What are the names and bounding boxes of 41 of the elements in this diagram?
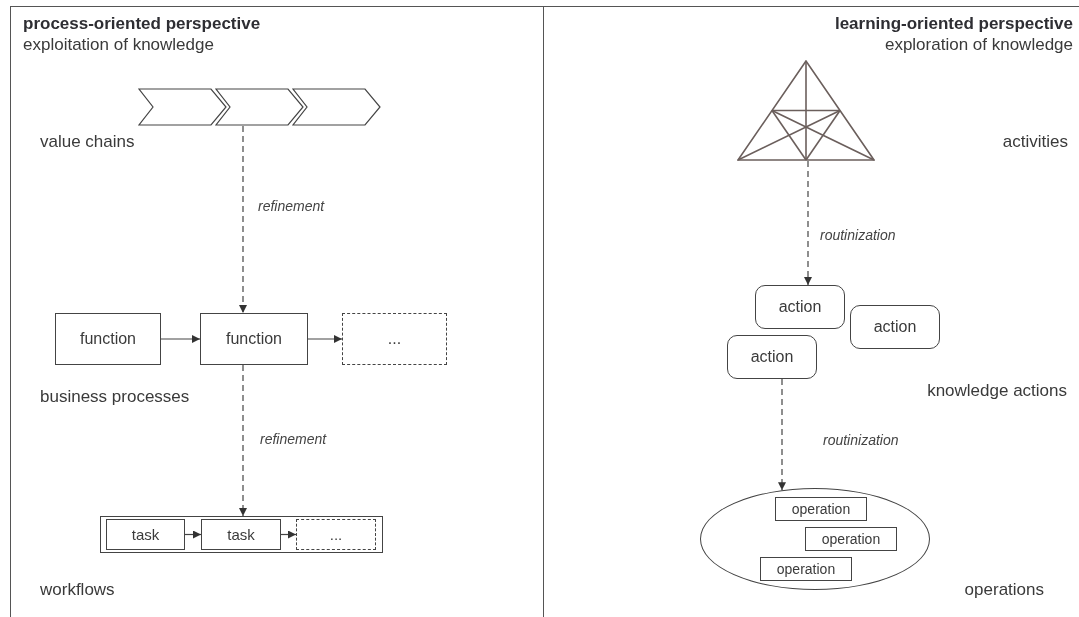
- arrow: [239, 364, 247, 517]
- arrow: [160, 335, 201, 343]
- process-box: operation: [805, 527, 897, 551]
- arrow: [280, 530, 297, 539]
- action-box: action: [850, 305, 940, 349]
- process-box: task: [201, 519, 281, 550]
- level-label: activities: [1002, 132, 1068, 152]
- level-label: knowledge actions: [927, 381, 1067, 401]
- arrow: [239, 125, 247, 314]
- level-label: business processes: [40, 387, 190, 407]
- arrow: [184, 530, 202, 539]
- perspective-panel: [543, 6, 1079, 617]
- panel-heading: process-oriented perspective: [23, 14, 261, 34]
- process-box: function: [200, 313, 308, 365]
- workflow-frame: [100, 516, 383, 553]
- edge-label: routinization: [823, 432, 899, 448]
- edge-label: refinement: [260, 431, 327, 447]
- action-box: action: [727, 335, 817, 379]
- process-box: task: [106, 519, 185, 550]
- edge-label: routinization: [820, 227, 896, 243]
- chevron-shape: [138, 88, 227, 126]
- process-box: function: [55, 313, 161, 365]
- chevron-shape: [215, 88, 304, 126]
- level-label: workflows: [40, 580, 115, 600]
- chevron-shape: [292, 88, 381, 126]
- panel-subtitle: exploration of knowledge: [884, 34, 1073, 56]
- edge-label: refinement: [258, 198, 325, 214]
- level-label: operations: [964, 580, 1044, 600]
- triangle-drawing: [737, 60, 875, 161]
- level-label: value chains: [40, 132, 135, 152]
- arrow: [778, 378, 786, 491]
- placeholder-box: ...: [342, 313, 447, 365]
- arrow: [804, 160, 812, 286]
- placeholder-box: ...: [296, 519, 376, 550]
- action-box: action: [755, 285, 845, 329]
- process-box: operation: [775, 497, 867, 521]
- process-box: operation: [760, 557, 852, 581]
- arrow: [307, 335, 343, 343]
- panel-heading: learning-oriented perspective: [834, 14, 1073, 34]
- perspective-panel: [10, 6, 543, 617]
- panel-subtitle: exploitation of knowledge: [23, 34, 214, 56]
